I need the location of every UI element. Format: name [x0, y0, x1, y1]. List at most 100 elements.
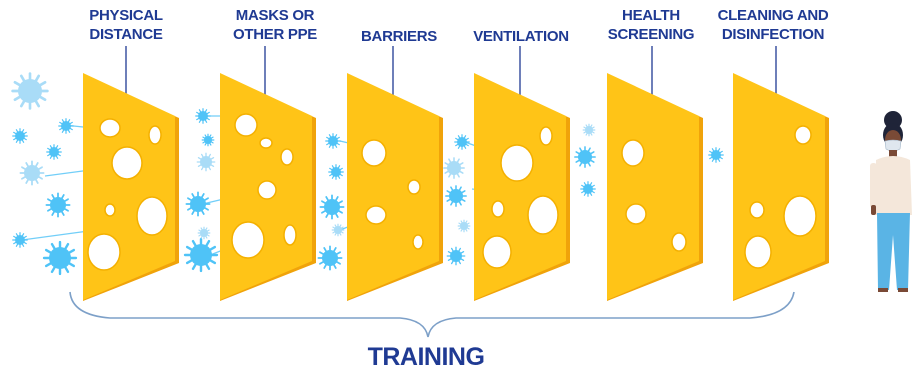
virus-body: [190, 196, 206, 212]
layer-label-physical-distance: PHYSICAL DISTANCE: [46, 6, 206, 44]
virus-body: [61, 121, 71, 131]
label-line: DISTANCE: [89, 26, 163, 43]
virus-body: [334, 226, 342, 234]
virus-body: [578, 150, 592, 164]
virus-body: [447, 161, 461, 175]
virus-body: [49, 147, 59, 157]
virus-icon: [201, 133, 215, 147]
virus-icon: [319, 194, 345, 220]
cheese-hole: [104, 203, 116, 217]
layer-label-masks-ppe: MASKS OR OTHER PPE: [195, 6, 355, 44]
cheese-hole: [280, 148, 294, 166]
cheese-hole: [625, 203, 647, 225]
virus-body: [450, 250, 462, 262]
virus-body: [460, 222, 468, 230]
virus-icon: [42, 240, 78, 276]
cheese-hole: [283, 224, 297, 246]
foot: [878, 288, 888, 292]
cheese-hole: [482, 235, 512, 269]
virus-icon: [443, 157, 465, 179]
virus-icon: [58, 118, 74, 134]
label-line: VENTILATION: [473, 28, 569, 45]
virus-body: [49, 247, 71, 269]
virus-body: [24, 165, 40, 181]
face-mask-icon: [884, 139, 902, 152]
neck: [889, 150, 897, 157]
virus-icon: [195, 108, 211, 124]
virus-icon: [46, 144, 62, 160]
virus-icon: [708, 147, 724, 163]
virus-body: [190, 244, 212, 266]
label-line: CLEANING AND: [717, 7, 829, 24]
virus-body: [15, 131, 25, 141]
label-line: DISINFECTION: [721, 26, 825, 43]
virus-body: [457, 137, 467, 147]
layer-label-barriers: BARRIERS: [319, 27, 479, 46]
virus-icon: [328, 164, 344, 180]
cheese-slice-icon: [347, 73, 443, 301]
cheese-face: [347, 73, 439, 300]
virus-body: [50, 197, 66, 213]
layer-label-cleaning-disinfection: CLEANING AND DISINFECTION: [693, 6, 853, 44]
cheese-hole: [234, 113, 258, 137]
cheese-hole: [500, 144, 534, 182]
virus-body: [324, 199, 340, 215]
virus-icon: [183, 237, 219, 273]
cheese-hole: [744, 235, 772, 269]
foot: [898, 288, 908, 292]
virus-body: [198, 111, 208, 121]
virus-icon: [185, 191, 211, 217]
virus-body: [204, 136, 212, 144]
cheese-hole: [361, 139, 387, 167]
virus-icon: [19, 160, 45, 186]
training-bracket: [69, 291, 795, 338]
label-line: SCREENING: [607, 26, 695, 43]
virus-icon: [580, 181, 596, 197]
masked-person-icon: [870, 111, 912, 292]
cheese-hole: [87, 233, 121, 271]
cheese-hole: [99, 118, 121, 138]
label-line: HEALTH: [622, 7, 680, 24]
label-line: MASKS OR: [235, 7, 315, 24]
layer-label-ventilation: VENTILATION: [441, 27, 601, 46]
virus-body: [711, 150, 721, 160]
cheese-slice-icon: [607, 73, 703, 301]
virus-icon: [325, 133, 341, 149]
virus-icon: [582, 123, 596, 137]
training-label: TRAINING: [367, 343, 485, 371]
cheese-hole: [231, 221, 265, 259]
label-line: PHYSICAL: [89, 7, 163, 24]
virus-icon: [454, 134, 470, 150]
cheese-hole: [407, 179, 421, 195]
virus-icon: [12, 232, 28, 248]
virus-icon: [457, 219, 471, 233]
virus-icon: [446, 246, 466, 266]
cheese-slices: [83, 73, 829, 301]
cheese-hole: [365, 205, 387, 225]
cheese-hole: [621, 139, 645, 167]
cheese-hole: [527, 195, 559, 235]
cheese-hole: [794, 125, 812, 145]
virus-icon: [445, 185, 467, 207]
cheese-hole: [412, 234, 424, 250]
hand: [871, 205, 876, 215]
cheese-hole: [259, 137, 273, 149]
virus-icon: [197, 226, 211, 240]
cheese-hole: [671, 232, 687, 252]
virus-body: [200, 229, 208, 237]
cheese-hole: [257, 180, 277, 200]
virus-icon: [574, 146, 596, 168]
cheese-hole: [491, 200, 505, 218]
virus-icon: [45, 192, 71, 218]
label-line: BARRIERS: [361, 28, 437, 45]
cheese-face: [607, 73, 699, 300]
cheese-slice-icon: [83, 73, 179, 301]
cheese-hole: [136, 196, 168, 236]
virus-icon: [331, 223, 345, 237]
cheese-hole: [783, 195, 817, 237]
virus-body: [585, 126, 593, 134]
virus-body: [18, 79, 42, 103]
cheese-hole: [148, 125, 162, 145]
viruses: [11, 72, 724, 276]
